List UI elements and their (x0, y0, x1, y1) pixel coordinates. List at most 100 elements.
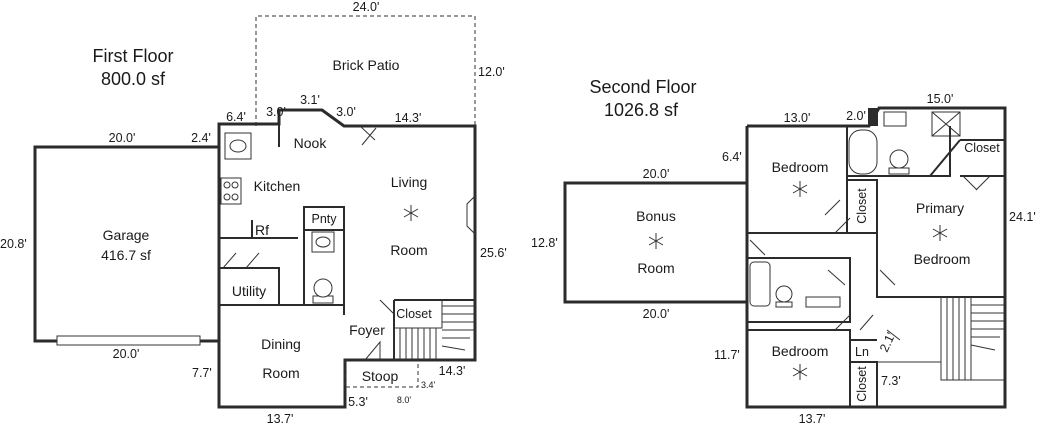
toilet-2 (889, 149, 909, 169)
brick-patio-label: Brick Patio (333, 57, 400, 73)
ceiling-fan-icon (648, 233, 664, 249)
linen-label: Ln (855, 345, 869, 359)
garage-outline (33, 145, 221, 343)
dining-room-label-1: Dining (261, 336, 301, 352)
first-floor-stairs (393, 300, 475, 360)
garage-area-label: 416.7 sf (101, 247, 151, 263)
front-door (364, 340, 381, 361)
primary-bedroom-label-1: Primary (916, 200, 964, 216)
stoop-label: Stoop (362, 368, 399, 384)
dim-garage-bottom: 20.0' (113, 347, 140, 361)
dim-primary-top: 15.0' (927, 92, 954, 106)
dim-primary-right: 24.1' (1009, 210, 1036, 224)
dim-nook-left: 3.0' (266, 105, 286, 119)
nook-label: Nook (294, 135, 328, 151)
second-floor-area: 1026.8 sf (604, 100, 679, 120)
ceiling-fan-icon (403, 205, 419, 221)
closet-mid-label: Closet (855, 188, 869, 224)
half-bath-sink (311, 231, 335, 253)
dim-stair-bottom: 14.3' (439, 364, 466, 378)
dim-nook-top: 3.1' (300, 93, 320, 107)
refrigerator-label: Rf (255, 222, 269, 238)
dim-garage-depth: 20.8' (0, 237, 27, 251)
first-floor: First Floor 800.0 sf Brick Patio Nook Ki… (0, 0, 507, 426)
first-floor-exterior-wall (217, 108, 477, 409)
toilet-3 (775, 285, 793, 303)
dim-kitchen-corner: 2.4' (191, 131, 211, 145)
kitchen-walls (219, 124, 298, 239)
kitchen-sink (224, 132, 252, 160)
dim-stoop-right: 3.4' (421, 380, 436, 390)
dim-bed-top-width: 13.0' (784, 111, 811, 125)
primary-closet-door (962, 175, 991, 191)
closet-label: Closet (396, 307, 432, 321)
fireplace (466, 195, 476, 235)
primary-bedroom-label-2: Bedroom (914, 251, 971, 267)
ceiling-fan-icon (792, 181, 808, 197)
primary-door (879, 269, 896, 286)
bath-sink (883, 111, 907, 127)
dim-bed-bottom-left: 11.7' (714, 348, 740, 362)
bonus-room-label-1: Bonus (636, 208, 676, 224)
dim-stoop-left: 5.3' (348, 395, 368, 409)
foyer-label: Foyer (349, 322, 385, 338)
second-floor-title: Second Floor (589, 77, 696, 97)
dim-patio-depth: 12.0' (478, 65, 505, 79)
primary-bedroom-walls (876, 233, 1005, 298)
brick-patio-outline (255, 15, 476, 126)
closet-bottom-label: Closet (855, 366, 869, 402)
garage-label: Garage (103, 227, 150, 243)
dim-hall-diag: 2.1' (877, 330, 898, 354)
sink-basin (229, 139, 247, 153)
dim-bonus-depth: 12.8' (531, 236, 558, 250)
dim-stoop-bottom: 8.0' (397, 395, 412, 405)
first-floor-area: 800.0 sf (101, 69, 166, 89)
dining-walls (219, 299, 475, 360)
closet-top-right-label: Closet (964, 141, 1000, 155)
bedroom-top-label: Bedroom (772, 159, 829, 175)
closet-door (379, 299, 395, 315)
toilet-1 (313, 278, 333, 298)
bathtub-2 (749, 261, 771, 307)
kitchen-label: Kitchen (254, 178, 301, 194)
dim-dining-bottom: 13.7' (267, 412, 294, 426)
bonus-room-outline (563, 181, 749, 304)
pantry-label: Pnty (311, 212, 337, 226)
dining-room-label-2: Room (262, 365, 299, 381)
patio-door (359, 125, 377, 146)
second-floor: Second Floor 1026.8 sf Bedroom Closet Cl… (531, 77, 1036, 426)
dim-nook-right: 3.0' (336, 105, 356, 119)
bedroom-bottom-label: Bedroom (772, 343, 829, 359)
dim-stair-right: 7.3' (881, 374, 901, 388)
dim-bed-left: 6.4' (722, 150, 742, 164)
dim-patio-width: 24.0' (353, 0, 380, 14)
dim-kitchen-top: 6.4' (226, 110, 246, 124)
hall-doors (749, 239, 846, 286)
garage-door (56, 335, 201, 346)
stoop-outline (344, 359, 419, 388)
shower (931, 111, 961, 137)
dim-living-right: 25.6' (480, 246, 507, 260)
dim-bath-notch: 2.0' (846, 109, 866, 123)
bonus-room-label-2: Room (637, 260, 674, 276)
dim-living-top: 14.3' (395, 111, 422, 125)
ceiling-fan-icon (932, 225, 948, 241)
bedroom-door-top (824, 199, 851, 234)
dim-bonus-top: 20.0' (643, 167, 670, 181)
dim-garage-top: 20.0' (109, 131, 136, 145)
ceiling-fan-icon (792, 364, 808, 380)
chase-block (868, 108, 878, 126)
stove (220, 177, 242, 205)
dim-bed-bottom-width: 13.7' (799, 412, 826, 426)
utility-label: Utility (232, 283, 266, 299)
living-room-label-2: Room (390, 242, 427, 258)
second-floor-stairs (877, 297, 1005, 381)
living-room-label-1: Living (391, 174, 428, 190)
bathtub (848, 129, 878, 175)
first-floor-title: First Floor (93, 46, 174, 66)
dim-dining-left: 7.7' (192, 366, 212, 380)
bedroom-door-bottom (834, 314, 901, 341)
dim-bonus-bottom: 20.0' (643, 307, 670, 321)
vanity (805, 296, 841, 308)
